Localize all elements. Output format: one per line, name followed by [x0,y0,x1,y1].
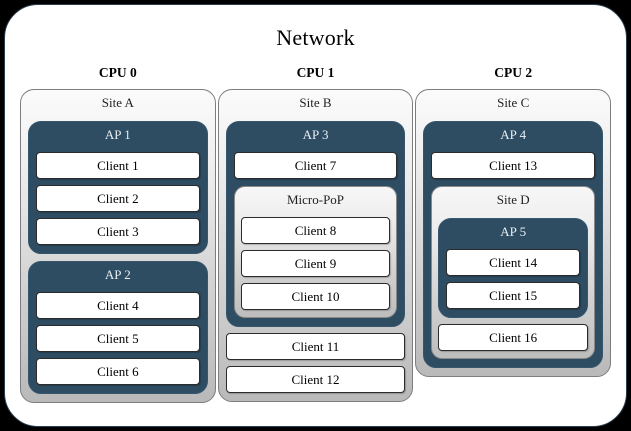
ap-box-5[interactable]: AP 5 Client 14 Client 15 [438,218,589,318]
site-box-a[interactable]: Site A AP 1 Client 1 Client 2 Client 3 A… [20,89,216,403]
micro-pop-box[interactable]: Micro-PoP Client 8 Client 9 Client 10 [233,186,398,318]
site-label-b: Site B [299,95,332,110]
ap-box-4[interactable]: AP 4 Client 13 Site D AP 5 Client 14 Cli… [423,121,604,368]
client-box[interactable]: Client 12 [225,366,406,393]
cpu-columns: Site A AP 1 Client 1 Client 2 Client 3 A… [5,89,626,403]
ap-label-4: AP 4 [500,127,527,142]
client-box[interactable]: Client 14 [446,249,581,276]
page-title: Network [276,25,355,50]
ap-label-3: AP 3 [302,127,329,142]
cpu-header-2: CPU 2 [494,65,533,80]
site-label-d: Site D [496,192,530,207]
ap-label-1: AP 1 [104,127,131,142]
client-box[interactable]: Client 7 [233,152,398,179]
cpu-header-0: CPU 0 [98,65,137,80]
network-card: Network CPU 0 CPU 1 CPU 2 Site A AP 1 Cl… [4,4,627,427]
client-box[interactable]: Client 3 [36,218,200,245]
site-box-d[interactable]: Site D AP 5 Client 14 Client 15 Client 1… [431,186,596,359]
client-box[interactable]: Client 11 [225,333,406,360]
site-box-b[interactable]: Site B AP 3 Client 7 Micro-PoP Client 8 … [217,89,414,402]
client-box[interactable]: Client 16 [438,324,589,351]
client-box[interactable]: Client 13 [431,152,596,179]
client-box[interactable]: Client 5 [36,325,200,352]
client-box[interactable]: Client 8 [240,217,391,244]
cpu-header-row: CPU 0 CPU 1 CPU 2 [5,65,626,81]
client-box[interactable]: Client 2 [36,185,200,212]
ap-box-1[interactable]: AP 1 Client 1 Client 2 Client 3 [28,121,208,254]
ap-box-3[interactable]: AP 3 Client 7 Micro-PoP Client 8 Client … [225,121,406,327]
site-label-a: Site A [101,95,134,110]
ap-label-2: AP 2 [104,267,131,282]
ap-label-5: AP 5 [500,224,527,239]
cpu-header-1: CPU 1 [296,65,335,80]
site-label-c: Site C [497,95,530,110]
ap-box-2[interactable]: AP 2 Client 4 Client 5 Client 6 [28,261,208,394]
cpu-column-1: Site B AP 3 Client 7 Micro-PoP Client 8 … [217,89,415,402]
site-box-c[interactable]: Site C AP 4 Client 13 Site D AP 5 Client… [415,89,612,377]
micro-pop-label: Micro-PoP [286,192,345,207]
client-box[interactable]: Client 9 [240,250,391,277]
client-box[interactable]: Client 10 [240,283,391,310]
cpu-column-2: Site C AP 4 Client 13 Site D AP 5 Client… [414,89,612,377]
client-box[interactable]: Client 4 [36,292,200,319]
client-box[interactable]: Client 15 [446,282,581,309]
client-box[interactable]: Client 6 [36,358,200,385]
client-box[interactable]: Client 1 [36,152,200,179]
cpu-column-0: Site A AP 1 Client 1 Client 2 Client 3 A… [19,89,217,403]
